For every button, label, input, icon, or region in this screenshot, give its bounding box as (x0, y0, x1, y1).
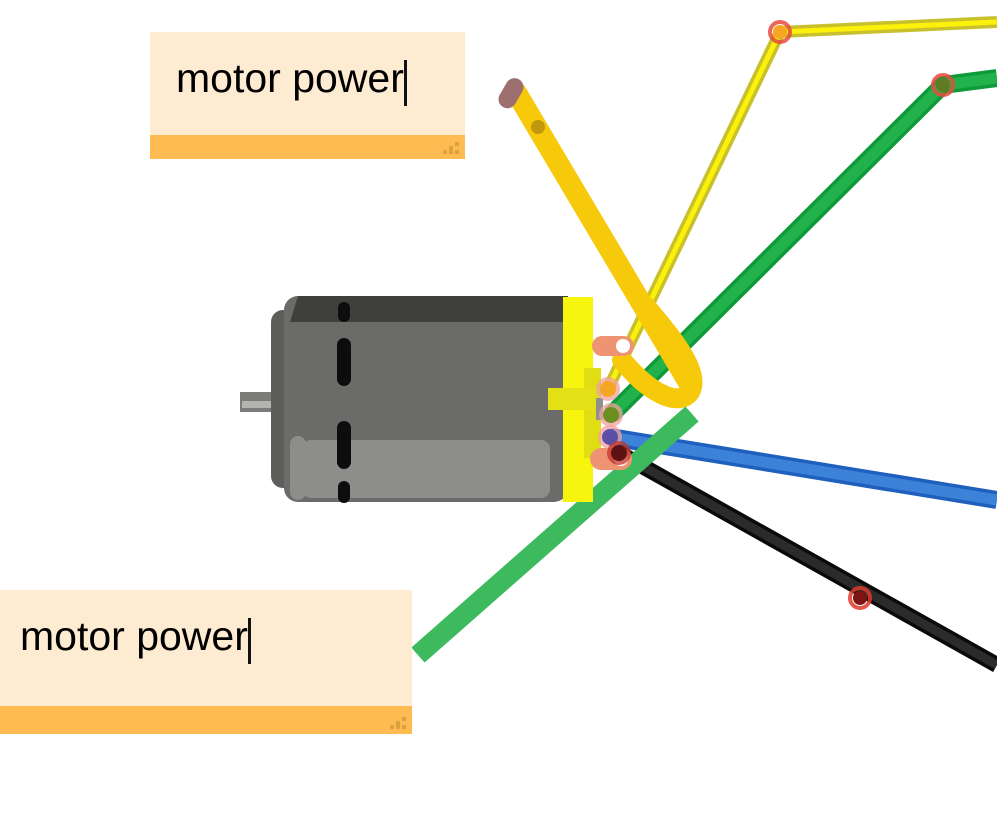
wire-yellow-thin-terminal[interactable] (600, 381, 616, 397)
motor-vent-4 (338, 481, 350, 503)
motor-endcap-post (596, 398, 603, 420)
note-text: motor power (20, 613, 248, 659)
wire-green-lower-core (413, 409, 697, 660)
note-footer[interactable] (0, 706, 412, 734)
resize-grip-icon[interactable] (442, 141, 459, 154)
text-caret (403, 60, 407, 107)
motor-shaft-highlight (242, 401, 290, 408)
wire-black-waypoint-ring (848, 586, 872, 610)
wire-blue[interactable] (608, 428, 997, 509)
wire-black-terminal[interactable] (611, 445, 627, 461)
motor-mount-hole-1 (616, 339, 630, 353)
wire-black-waypoint[interactable] (853, 591, 867, 605)
note-text: motor power (176, 55, 404, 101)
motor-endcap-tab (548, 388, 600, 410)
sticky-note-motor-power-bottom[interactable]: motor power (0, 590, 412, 734)
motor-lower-panel (302, 440, 550, 498)
motor-top-band (290, 296, 568, 322)
wire-yellow-thin-waypoint-ring (768, 20, 792, 44)
wire-yellow-thin-waypoint[interactable] (773, 25, 787, 39)
wire-blue-terminal[interactable] (602, 429, 618, 445)
motor-left-inset (290, 436, 306, 500)
motor-vent-2 (337, 338, 351, 386)
wire-gold-hook (612, 290, 703, 409)
wire-blue-core (609, 431, 997, 506)
wire-green-lower[interactable] (411, 406, 699, 663)
note-body[interactable]: motor power (150, 32, 465, 135)
wire-black-core (616, 449, 997, 669)
motor-vent-1 (338, 302, 350, 322)
note-footer[interactable] (150, 135, 465, 159)
resize-grip-icon[interactable] (389, 716, 406, 729)
text-caret (247, 618, 251, 665)
wire-green-upper-terminal[interactable] (603, 407, 619, 423)
wire-green-upper-waypoint-ring (931, 73, 955, 97)
sticky-note-motor-power-top[interactable]: motor power (150, 32, 465, 159)
wire-green-upper-waypoint[interactable] (936, 78, 950, 92)
wire-gold-tip (498, 78, 524, 109)
wire-gold-marker[interactable] (531, 120, 545, 134)
motor-vent-3 (337, 421, 351, 469)
wire-black[interactable] (615, 446, 997, 672)
note-body[interactable]: motor power (0, 590, 412, 706)
